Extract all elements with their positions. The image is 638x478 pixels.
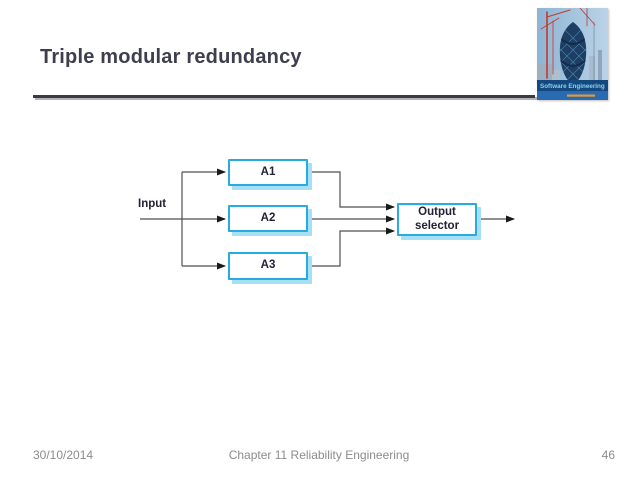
module-box-a3: A3 [228, 252, 308, 280]
cover-title-band [537, 80, 608, 91]
software-engineering-book-cover-logo: Software Engineering [537, 8, 608, 100]
module-box-a2: A2 [228, 205, 308, 232]
cover-author-mark [567, 94, 595, 97]
module-box-a1: A1 [228, 159, 308, 186]
output-selector-line1: Output [418, 206, 456, 219]
module-a2-label: A2 [260, 211, 276, 224]
a3-to-selector-line [308, 227, 395, 267]
footer-date: 30/10/2014 [33, 448, 94, 462]
output-selector-line2: selector [414, 219, 460, 232]
slide-footer: 30/10/2014 Chapter 11 Reliability Engine… [0, 448, 638, 464]
input-label: Input [138, 198, 167, 210]
title-divider [33, 95, 535, 98]
page-title: Triple modular redundancy [40, 46, 302, 68]
cover-title-text: Software Engineering [540, 83, 605, 90]
module-a1-label: A1 [260, 165, 276, 178]
footer-page-number: 46 [601, 448, 615, 462]
footer-chapter-title: Chapter 11 Reliability Engineering [228, 448, 410, 462]
crane-icon [540, 8, 596, 89]
a1-to-selector-line [308, 171, 395, 211]
output-selector-label: Output selector [415, 206, 459, 232]
output-selector-box: Output selector [397, 203, 477, 236]
module-a3-label: A3 [260, 259, 276, 272]
